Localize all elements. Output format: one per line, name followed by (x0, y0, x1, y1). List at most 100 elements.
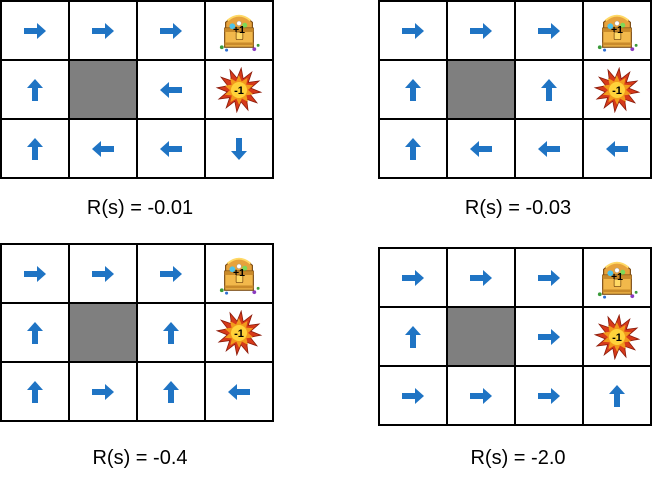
gridworld: +1 -1 (0, 0, 274, 179)
grid-cell (380, 120, 448, 179)
arrow-up-icon (405, 78, 421, 101)
arrow-left-icon (160, 81, 182, 98)
pit-cell: -1 (206, 61, 274, 120)
goal-cell: +1 (584, 2, 652, 61)
arrow-right-icon (92, 22, 114, 39)
goal-cell: +1 (206, 245, 274, 304)
grid-cell (516, 120, 584, 179)
arrow-left-icon (92, 140, 114, 157)
arrow-up-icon (541, 78, 557, 101)
goal-reward-label: +1 (233, 266, 245, 278)
arrow-left-icon (606, 140, 628, 157)
grid-cell (584, 120, 652, 179)
wall-cell (448, 61, 516, 120)
grid-cell (70, 363, 138, 422)
arrow-right-icon (470, 269, 492, 286)
grid-cell (448, 120, 516, 179)
reward-caption: R(s) = -0.03 (464, 197, 572, 219)
gridworld: +1 -1 (378, 0, 652, 179)
grid-cell (138, 120, 206, 179)
grid-cell (516, 2, 584, 61)
grid-cell (138, 363, 206, 422)
grid-cell (380, 367, 448, 426)
explosion-icon: -1 (215, 66, 263, 113)
grid-cell (206, 363, 274, 422)
arrow-up-icon (27, 78, 43, 101)
arrow-up-icon (609, 384, 625, 407)
gridworld: +1 -1 (378, 247, 652, 426)
arrow-up-icon (27, 380, 43, 403)
treasure-chest-icon: +1 (219, 257, 260, 295)
grid-cell (138, 245, 206, 304)
arrow-right-icon (402, 387, 424, 404)
arrow-right-icon (470, 387, 492, 404)
pit-cell: -1 (584, 308, 652, 367)
arrow-up-icon (163, 321, 179, 344)
grid-cell (2, 245, 70, 304)
grid-cell (70, 2, 138, 61)
arrow-down-icon (231, 137, 247, 160)
goal-cell: +1 (584, 249, 652, 308)
grid-cell (448, 367, 516, 426)
explosion-icon: -1 (593, 313, 641, 360)
grid-cell (206, 120, 274, 179)
treasure-chest-icon: +1 (597, 261, 638, 299)
treasure-chest-icon: +1 (597, 14, 638, 52)
arrow-right-icon (538, 22, 560, 39)
wall-cell (70, 304, 138, 363)
arrow-up-icon (405, 325, 421, 348)
grid-cell (70, 245, 138, 304)
arrow-left-icon (228, 383, 250, 400)
grid-cell (380, 2, 448, 61)
grid-cell (448, 249, 516, 308)
arrow-right-icon (160, 265, 182, 282)
arrow-up-icon (163, 380, 179, 403)
grid-cell (70, 120, 138, 179)
grid-cell (380, 249, 448, 308)
reward-caption: R(s) = -2.0 (470, 447, 566, 469)
grid-cell (138, 2, 206, 61)
reward-caption: R(s) = -0.01 (86, 197, 194, 219)
pit-reward-label: -1 (612, 85, 622, 97)
explosion-icon: -1 (215, 309, 263, 356)
grid-cell (2, 304, 70, 363)
grid-cell (2, 2, 70, 61)
arrow-left-icon (160, 140, 182, 157)
goal-reward-label: +1 (611, 270, 623, 282)
arrow-right-icon (92, 383, 114, 400)
arrow-right-icon (24, 265, 46, 282)
goal-cell: +1 (206, 2, 274, 61)
goal-reward-label: +1 (611, 23, 623, 35)
arrow-up-icon (405, 137, 421, 160)
grid-cell (516, 249, 584, 308)
grid-cell (138, 304, 206, 363)
arrow-right-icon (160, 22, 182, 39)
arrow-up-icon (27, 137, 43, 160)
arrow-up-icon (27, 321, 43, 344)
arrow-right-icon (92, 265, 114, 282)
arrow-right-icon (24, 22, 46, 39)
treasure-chest-icon: +1 (219, 14, 260, 52)
reward-caption: R(s) = -0.4 (92, 447, 188, 469)
grid-cell (380, 61, 448, 120)
grid-cell (2, 363, 70, 422)
arrow-left-icon (470, 140, 492, 157)
goal-reward-label: +1 (233, 23, 245, 35)
arrow-right-icon (538, 328, 560, 345)
grid-cell (448, 2, 516, 61)
grid-cell (380, 308, 448, 367)
arrow-right-icon (402, 269, 424, 286)
arrow-right-icon (402, 22, 424, 39)
grid-cell (516, 308, 584, 367)
grid-cell (138, 61, 206, 120)
grid-cell (2, 61, 70, 120)
pit-cell: -1 (206, 304, 274, 363)
gridworld: +1 -1 (0, 243, 274, 422)
arrow-right-icon (538, 387, 560, 404)
wall-cell (70, 61, 138, 120)
grid-cell (584, 367, 652, 426)
grid-cell (516, 367, 584, 426)
arrow-right-icon (538, 269, 560, 286)
pit-reward-label: -1 (612, 332, 622, 344)
explosion-icon: -1 (593, 66, 641, 113)
